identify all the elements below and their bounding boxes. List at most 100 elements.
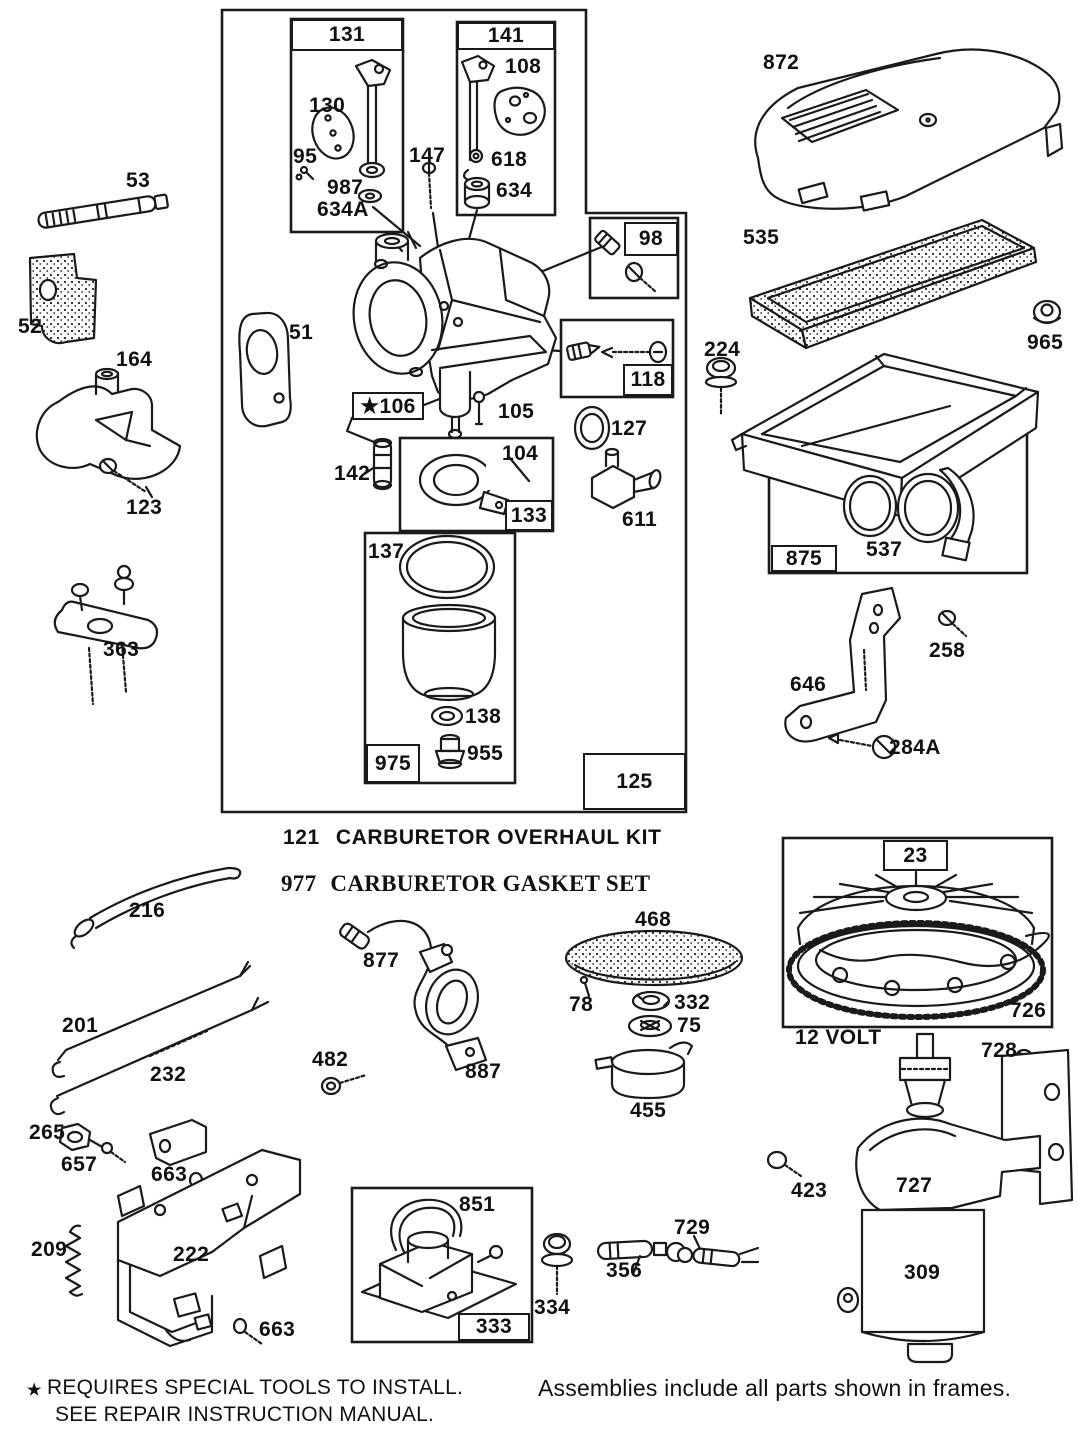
part-label-222: 222: [173, 1243, 210, 1266]
part-label-201: 201: [62, 1014, 99, 1037]
part-label-232: 232: [150, 1063, 187, 1086]
frame-label-131: 131: [291, 19, 403, 51]
flywheel-23-illustration: [786, 870, 1050, 1020]
part-label-468: 468: [635, 908, 672, 931]
cup-455-illustration: [594, 1041, 694, 1100]
bracket-646-illustration: [784, 586, 902, 743]
frame-label-875: 875: [771, 545, 837, 572]
caption-gasket-text: CARBURETOR GASKET SET: [330, 871, 651, 896]
caption-kit-text: CARBURETOR OVERHAUL KIT: [335, 826, 662, 849]
frame-label-106: ★106: [352, 392, 424, 420]
nut-265-illustration: [58, 1122, 106, 1152]
part-label-535: 535: [743, 226, 780, 249]
part-label-138: 138: [465, 705, 502, 728]
part-label-309: 309: [904, 1261, 941, 1284]
part-label-646: 646: [790, 673, 827, 696]
part-label-130: 130: [309, 94, 346, 117]
part-label-78: 78: [569, 993, 594, 1016]
part-label-727: 727: [896, 1174, 933, 1197]
float-133-kit-illustration: [418, 453, 531, 516]
bolt-423-illustration: [766, 1150, 803, 1178]
part-label-334: 334: [534, 1296, 571, 1319]
frame-label-125: 125: [583, 753, 686, 810]
part-label-127: 127: [611, 417, 648, 440]
caption-kit-number: 121: [283, 826, 320, 849]
part-label-105: 105: [498, 400, 535, 423]
part-label-423: 423: [791, 1179, 828, 1202]
part-label-75: 75: [677, 1014, 702, 1037]
nut-965-illustration: [1032, 299, 1062, 325]
intake-elbow-164-illustration: [35, 367, 182, 480]
screw-258-illustration: [937, 609, 968, 638]
part-label-224: 224: [704, 338, 741, 361]
carburetor-body-illustration: [352, 232, 558, 440]
throttle-shaft-141-kit-illustration: [460, 54, 546, 210]
part-label-965: 965: [1027, 331, 1064, 354]
part-label-356: 356: [606, 1259, 643, 1282]
part-label-123: 123: [126, 496, 163, 519]
screw-284A-illustration: [827, 732, 897, 760]
part-label-258: 258: [929, 639, 966, 662]
screw-657-illustration: [100, 1141, 127, 1164]
part-label-877: 877: [363, 949, 400, 972]
throttle-shaft-53-illustration: [37, 193, 169, 229]
bolt-482-illustration: [320, 1073, 368, 1096]
needle-98-kit-illustration: [594, 229, 658, 294]
air-cleaner-cover-872-illustration: [754, 48, 1064, 212]
screw-663-lower-illustration: [232, 1317, 264, 1346]
bolt-224-illustration: [704, 356, 738, 416]
screw-147-illustration: [421, 161, 437, 210]
starter-motor-illustration: [836, 1032, 1074, 1364]
footnote-line-2: SEE REPAIR INSTRUCTION MANUAL.: [55, 1403, 434, 1426]
part-label-164: 164: [116, 348, 153, 371]
screw-123-illustration: [98, 457, 154, 499]
gasket-52-illustration: [28, 252, 98, 345]
frame-label-23: 23: [883, 840, 948, 871]
part-label-363: 363: [103, 638, 140, 661]
part-label-53: 53: [126, 169, 151, 192]
part-label-729: 729: [674, 1216, 711, 1239]
part-label-332: 332: [674, 991, 711, 1014]
part-label-987: 987: [327, 176, 364, 199]
part-label-851: 851: [459, 1193, 496, 1216]
washer-332-illustration: [631, 990, 671, 1012]
throttle-rod-201-illustration: [51, 960, 252, 1078]
spring-link-232-illustration: [49, 996, 270, 1116]
part-label-611: 611: [622, 508, 658, 531]
frame-label-133: 133: [505, 500, 553, 531]
part-label-634: 634: [496, 179, 533, 202]
part-label-284A: 284A: [889, 736, 941, 759]
cable-356-729-illustration: [596, 1239, 760, 1274]
governor-link-216-illustration: [70, 866, 242, 950]
pin-78-illustration: [579, 975, 591, 998]
fitting-611-illustration: [590, 447, 662, 510]
part-label-52: 52: [18, 315, 43, 338]
fuel-pipe-142-illustration: [372, 437, 393, 491]
gasket-51-illustration: [238, 311, 292, 428]
air-filter-535-illustration: [748, 218, 1038, 350]
footnote-line-1: REQUIRES SPECIAL TOOLS TO INSTALL.: [47, 1376, 464, 1399]
choke-shaft-131-kit-illustration: [295, 58, 392, 204]
frame-label-118: 118: [623, 364, 673, 396]
washer-75-illustration: [627, 1014, 673, 1038]
part-label-657: 657: [61, 1153, 98, 1176]
assemblies-note: Assemblies include all parts shown in fr…: [538, 1375, 1012, 1401]
part-label-104: 104: [502, 442, 539, 465]
part-label-455: 455: [630, 1099, 667, 1122]
part-label-108: 108: [505, 55, 542, 78]
part-label-955: 955: [467, 742, 504, 765]
needle-105-illustration: [472, 390, 486, 426]
clamp-537-illustration: [842, 466, 975, 562]
part-label-137: 137: [368, 540, 405, 563]
clamp-363-illustration: [53, 564, 159, 706]
caption-carburetor-overhaul-kit: 121 CARBURETOR OVERHAUL KIT: [283, 826, 662, 850]
filter-disc-468-illustration: [564, 929, 744, 987]
part-label-618: 618: [491, 148, 528, 171]
frame-label-333: 333: [458, 1313, 530, 1341]
solenoid-851-illustration: [360, 1198, 518, 1320]
part-label-216: 216: [129, 899, 166, 922]
part-label-51: 51: [289, 321, 314, 344]
